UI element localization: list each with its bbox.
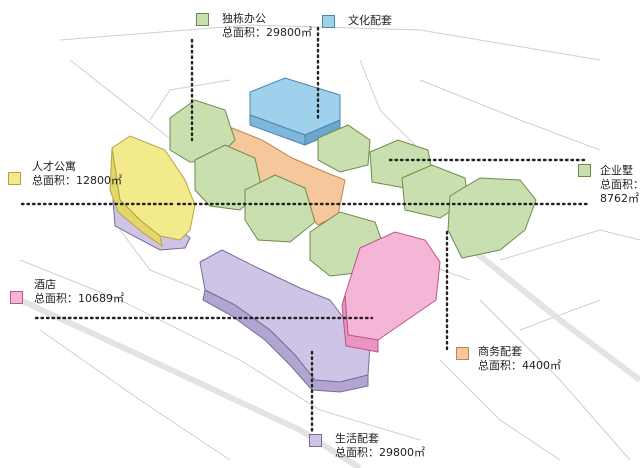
office-title: 独栋办公: [222, 12, 266, 25]
life-area: 总面积：29800㎡: [335, 446, 425, 459]
hotel-title: 酒店: [34, 278, 56, 291]
business-label: 商务配套 总面积：4400㎡: [456, 345, 561, 373]
culture-label: 文化配套: [322, 14, 392, 28]
office-label: 独栋办公 总面积：29800㎡: [196, 12, 312, 40]
enterprise-label: 企业墅 总面积： 8762㎡: [578, 164, 640, 206]
business-area: 总面积：4400㎡: [478, 359, 561, 372]
talent-area: 总面积：12800㎡: [32, 174, 122, 187]
business-title: 商务配套: [478, 345, 522, 358]
yellow-building-icon: [8, 172, 21, 185]
enterprise-area-label: 总面积：: [600, 178, 640, 191]
enterprise-title: 企业墅: [600, 164, 633, 177]
blue-building-icon: [322, 15, 335, 28]
purple-building-icon: [309, 434, 322, 447]
leader-lines: [20, 26, 590, 434]
culture-building: [249, 77, 341, 146]
office-area: 总面积：29800㎡: [222, 26, 312, 39]
life-label: 生活配套 总面积：29800㎡: [309, 432, 425, 460]
road-lines: [18, 237, 640, 468]
green-building-icon: [196, 13, 209, 26]
enterprise-area-value: 8762㎡: [600, 192, 639, 205]
life-title: 生活配套: [335, 432, 379, 445]
pink-building-icon: [10, 291, 23, 304]
hotel-tower: [341, 231, 441, 353]
site-lines: [19, 24, 640, 461]
talent-title: 人才公寓: [32, 160, 76, 173]
green-building-icon: [578, 164, 591, 177]
talent-apartment: [109, 135, 196, 248]
office-buildings: [169, 99, 537, 277]
culture-title: 文化配套: [348, 14, 392, 27]
hotel-label: 酒店 总面积：10689㎡: [10, 278, 124, 306]
orange-building-icon: [456, 347, 469, 360]
hotel-area: 总面积：10689㎡: [34, 292, 124, 305]
talent-label: 人才公寓 总面积：12800㎡: [8, 160, 122, 188]
